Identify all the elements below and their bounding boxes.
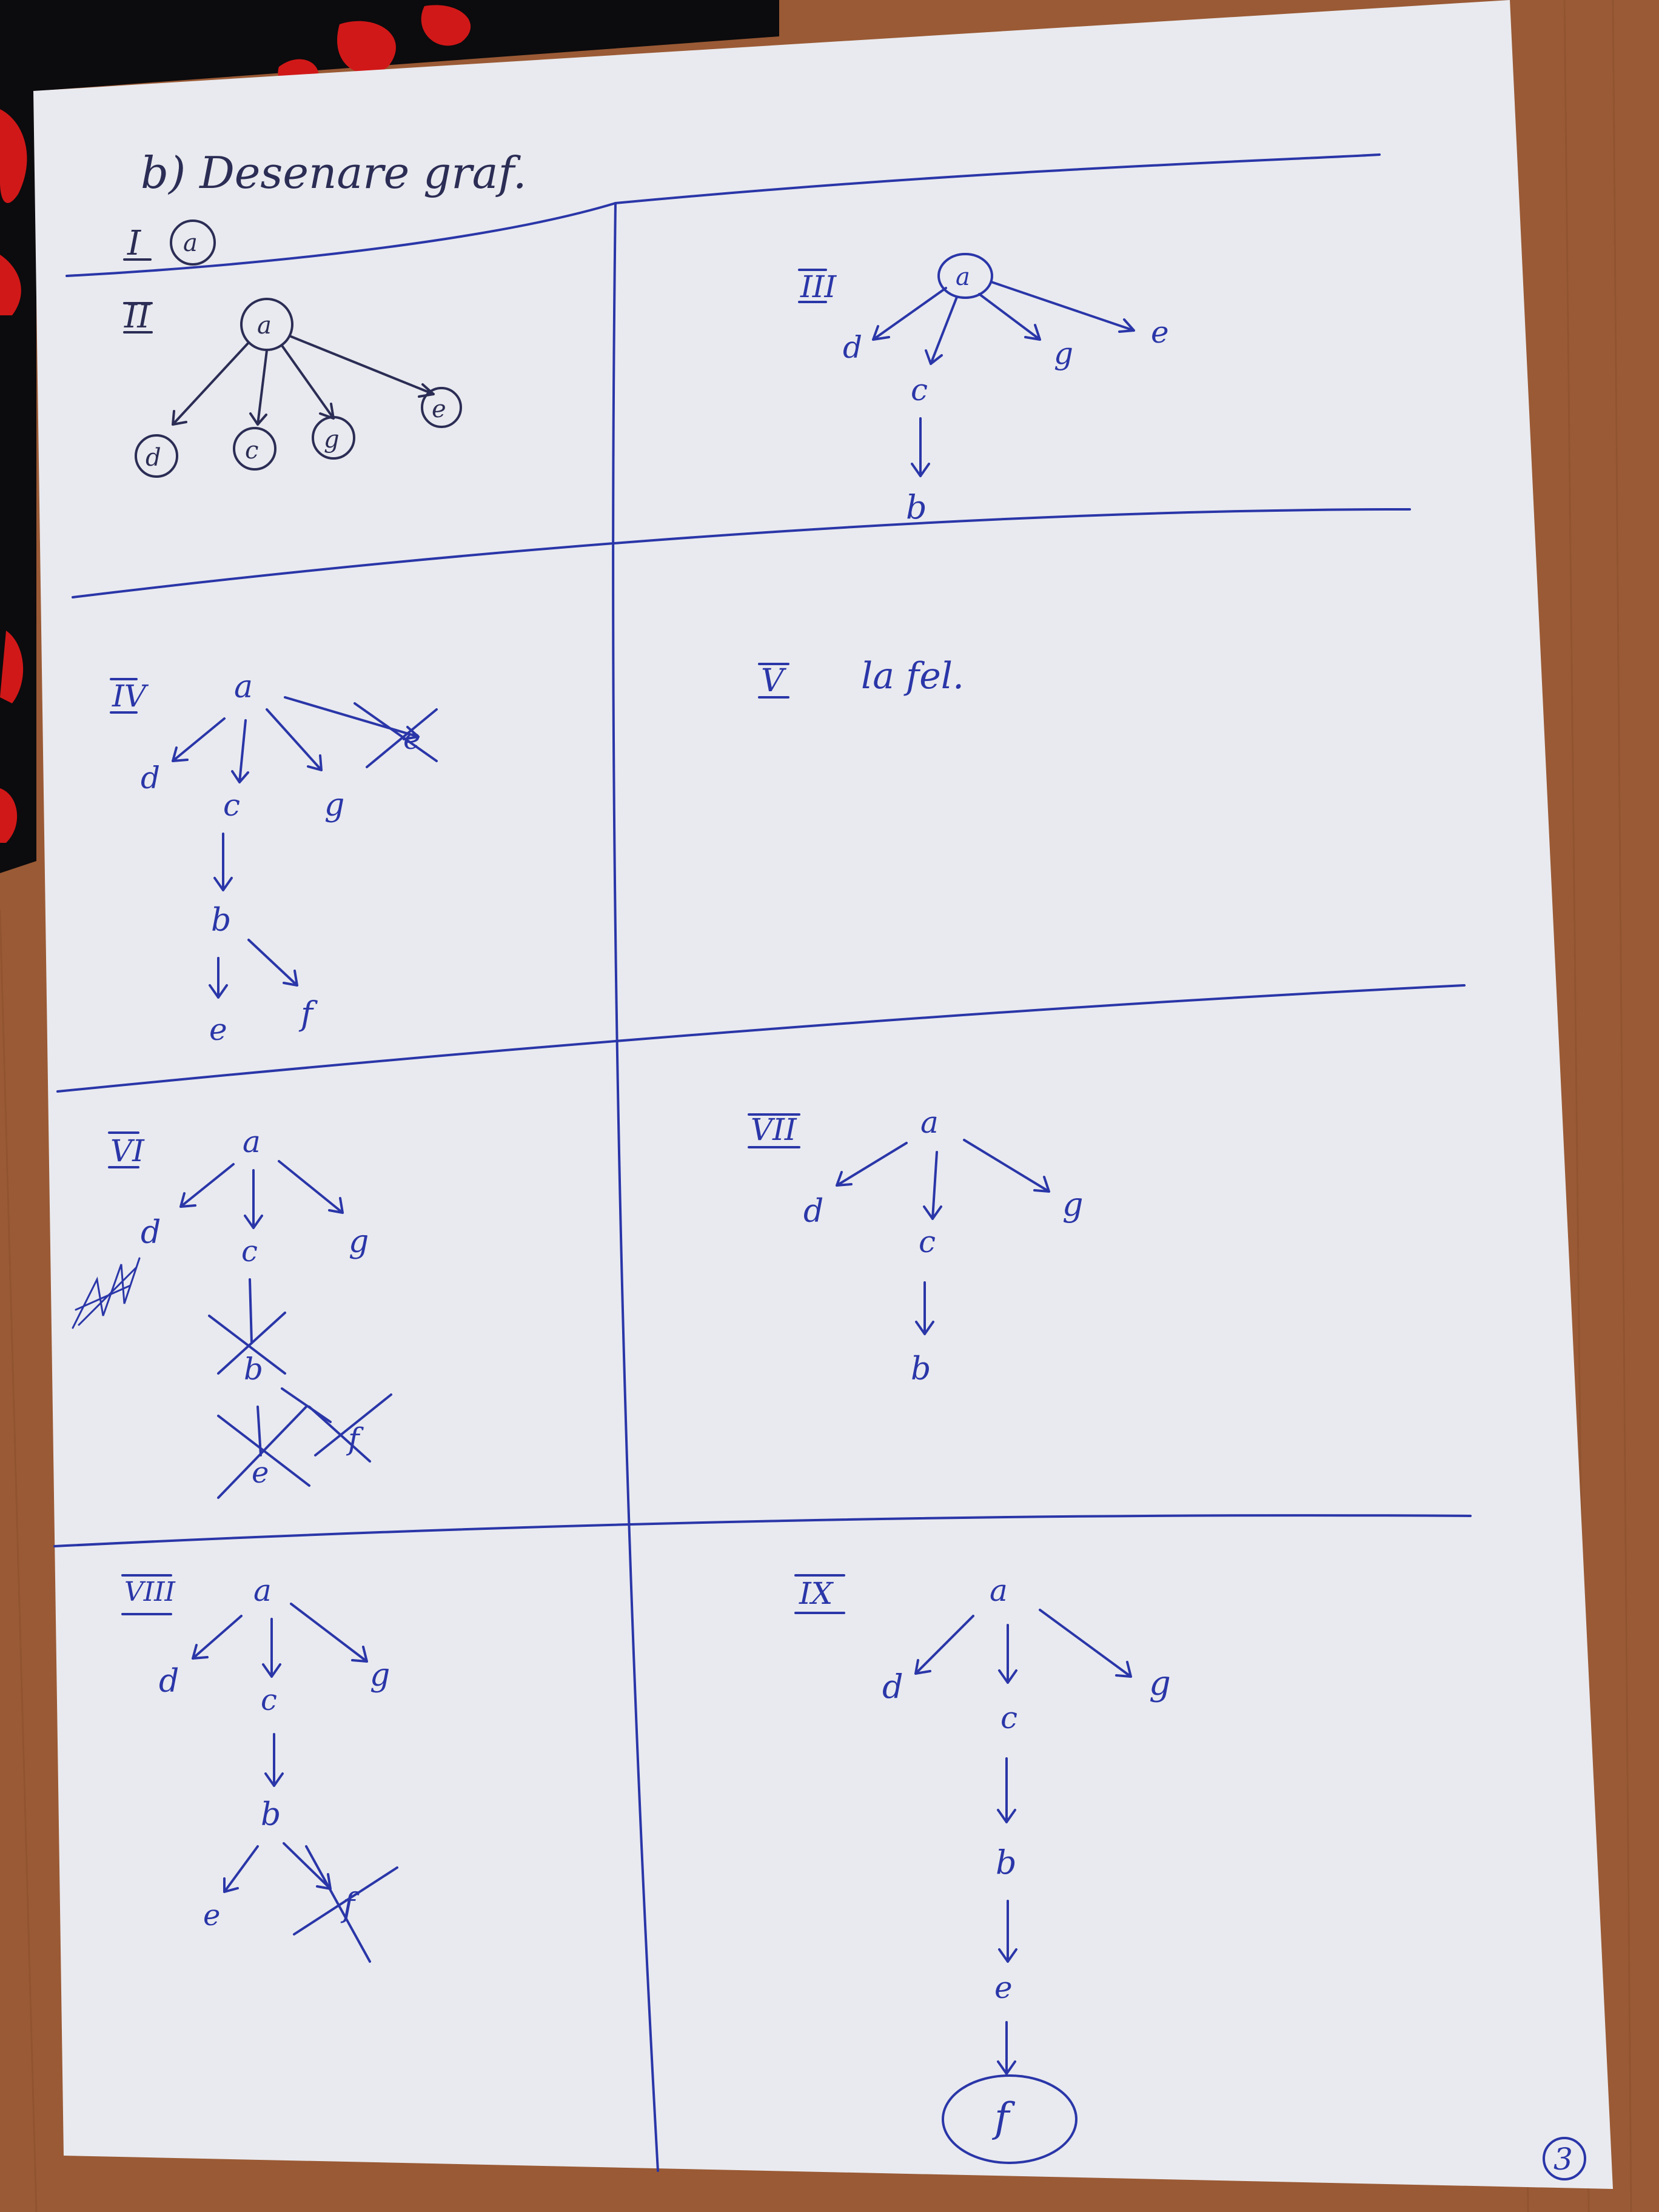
sheet-heading: b) Desenare graf. [141, 147, 527, 198]
graph-node-g: g [1149, 1664, 1171, 1703]
graph-node-c: c [245, 437, 258, 464]
graph-node-a: a [920, 1105, 939, 1140]
graph-node-c: c [241, 1235, 258, 1269]
graph-node-a: a [956, 263, 970, 291]
graph-node-d: d [141, 760, 160, 796]
fabric-cloth [0, 0, 779, 873]
panel-grid [53, 153, 1472, 2172]
panel-V: V la fel. [758, 655, 964, 699]
graph-node-c: c [261, 1683, 277, 1717]
scribble-mark [72, 1257, 141, 1329]
panel-numeral: V [761, 663, 786, 699]
graph-node-c: c [919, 1224, 936, 1259]
graph-node-e: e [1151, 315, 1169, 350]
graph-node-e: e [252, 1456, 269, 1490]
graph-node-g: g [1062, 1185, 1084, 1224]
panel-numeral: VII [751, 1112, 797, 1147]
panel-VIII: VIII a d c g b e f [121, 1573, 398, 1963]
panel-numeral: IV [112, 679, 149, 714]
panel-numeral: III [800, 269, 837, 304]
graph-node-a: a [243, 1124, 261, 1159]
graph-node-a: a [234, 669, 253, 705]
graph-node-a: a [257, 312, 272, 340]
graph-node-g: g [324, 787, 344, 823]
panel-I: I a [123, 220, 216, 266]
panel-numeral: VIII [124, 1577, 176, 1607]
graph-node-b: b [996, 1843, 1017, 1882]
graph-node-e: e [203, 1899, 220, 1932]
graph-node-g: g [1054, 336, 1073, 371]
graph-node-c: c [911, 372, 928, 407]
page-number: 3 [1553, 2142, 1573, 2177]
graph-node-e: e [994, 1970, 1013, 2005]
graph-node-b: b [211, 902, 231, 939]
graph-node-b: b [906, 488, 927, 526]
graph-node-a: a [253, 1573, 272, 1608]
graph-node-e: e [432, 395, 446, 423]
graph-node-g: g [324, 426, 340, 454]
panel-numeral: IX [799, 1576, 834, 1611]
panel-II: II a d c g e [123, 297, 462, 478]
panel-VI: VI a d c g b e f [72, 1124, 392, 1499]
panel-numeral: VI [110, 1133, 145, 1168]
graph-node-c: c [223, 788, 240, 823]
graph-node-d: d [843, 330, 862, 365]
graph-node-b: b [244, 1352, 263, 1387]
page-number-mark: 3 [1543, 2137, 1586, 2180]
panel-VII: VII a d c g b [748, 1105, 1084, 1387]
graph-node-d: d [882, 1667, 903, 1706]
graph-node-a: a [990, 1573, 1008, 1608]
graph-node-a: a [183, 229, 198, 257]
panel-III: III a d c g e b [798, 253, 1169, 526]
graph-node-d: d [146, 444, 161, 472]
graph-node-b: b [261, 1797, 281, 1833]
graph-node-g: g [349, 1224, 369, 1260]
graph-node-b: b [911, 1351, 931, 1387]
graph-node-d: d [141, 1215, 161, 1251]
graph-node-d: d [159, 1663, 179, 1700]
graph-node-e: e [209, 1012, 227, 1047]
panel-IV: IV a e d c g b e f [110, 669, 438, 1047]
graph-node-g: g [370, 1657, 390, 1694]
graph-node-d: d [803, 1193, 823, 1230]
graph-node-c: c [1000, 1700, 1017, 1735]
panel-numeral: I [127, 224, 142, 263]
paper-sheet [33, 0, 1613, 2189]
panel-note: la fel. [861, 655, 964, 697]
